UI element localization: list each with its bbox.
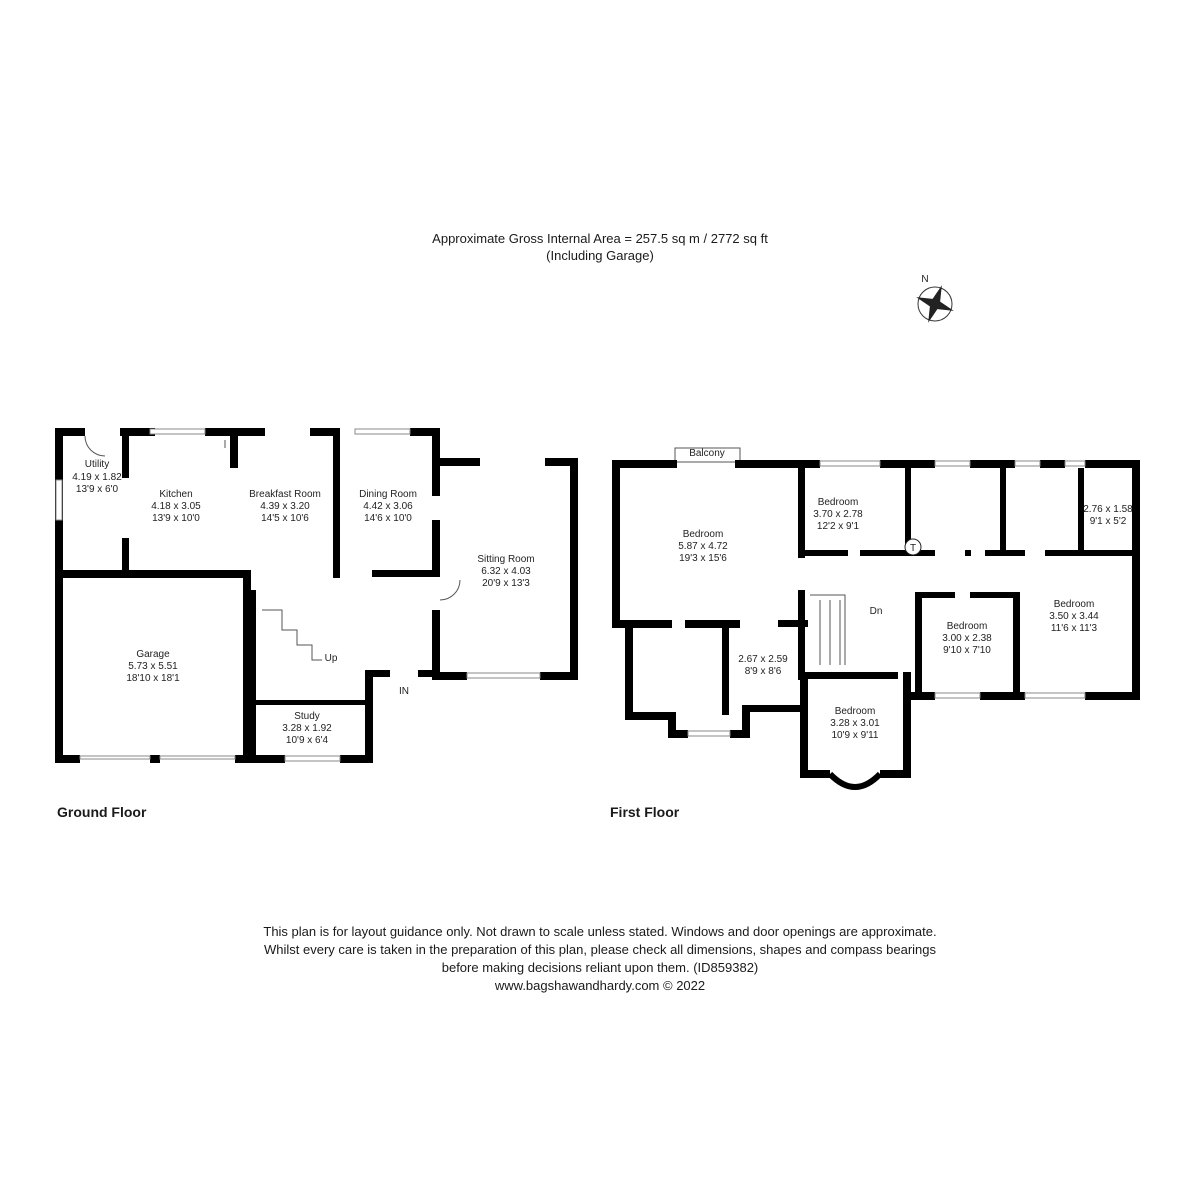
room-metric-utility: 4.19 x 1.82 bbox=[72, 472, 122, 483]
room-metric-dining: 4.42 x 3.06 bbox=[363, 501, 413, 512]
room-name-kitchen: Kitchen bbox=[159, 489, 192, 500]
disclaimer-line-2: Whilst every care is taken in the prepar… bbox=[263, 942, 937, 957]
stairs-down-label: Dn bbox=[870, 606, 883, 617]
room-name-utility: Utility bbox=[85, 459, 109, 470]
room-name-sitting: Sitting Room bbox=[477, 554, 534, 565]
room-imperial-bedroom-2: 12'2 x 9'1 bbox=[817, 521, 860, 532]
entrance-label: IN bbox=[399, 686, 409, 697]
room-imperial-bedroom-4: 11'6 x 11'3 bbox=[1051, 623, 1098, 634]
room-name-bedroom-4: Bedroom bbox=[1054, 599, 1095, 610]
disclaimer: This plan is for layout guidance only. N… bbox=[0, 923, 1200, 995]
ground-floor-title: Ground Floor bbox=[57, 804, 147, 820]
room-name-bedroom-2: Bedroom bbox=[818, 497, 859, 508]
room-imperial-bedroom-5: 9'10 x 7'10 bbox=[943, 645, 991, 656]
ground-floor-labels: Utility 4.19 x 1.82 13'9 x 6'0 Kitchen 4… bbox=[72, 459, 534, 746]
header: Approximate Gross Internal Area = 257.5 … bbox=[0, 230, 1200, 264]
room-name-bedroom-5: Bedroom bbox=[947, 621, 988, 632]
gross-area: Approximate Gross Internal Area = 257.5 … bbox=[432, 231, 768, 246]
disclaimer-line-1: This plan is for layout guidance only. N… bbox=[263, 924, 937, 939]
first-floor-title: First Floor bbox=[610, 804, 680, 820]
room-name-dining: Dining Room bbox=[359, 489, 417, 500]
room-metric-breakfast: 4.39 x 3.20 bbox=[260, 501, 310, 512]
first-floor-labels: Balcony Bedroom 5.87 x 4.72 19'3 x 15'6 … bbox=[678, 448, 1133, 741]
room-metric-master-bedroom: 5.87 x 4.72 bbox=[678, 541, 728, 552]
tank-label: T bbox=[910, 543, 916, 554]
stairs-up-label: Up bbox=[325, 653, 338, 664]
room-imperial-sitting: 20'9 x 13'3 bbox=[482, 578, 530, 589]
room-imperial-bedroom-6: 10'9 x 9'11 bbox=[831, 730, 878, 741]
room-name-garage: Garage bbox=[136, 649, 170, 660]
room-imperial-breakfast: 14'5 x 10'6 bbox=[261, 513, 309, 524]
room-name-bedroom-6: Bedroom bbox=[835, 706, 876, 717]
room-metric-bedroom-2: 3.70 x 2.78 bbox=[813, 509, 863, 520]
room-imperial-dining: 14'6 x 10'0 bbox=[364, 513, 412, 524]
room-imperial-utility: 13'9 x 6'0 bbox=[76, 484, 119, 495]
room-metric-study: 3.28 x 1.92 bbox=[282, 723, 332, 734]
compass-rose-icon: N bbox=[916, 274, 954, 323]
room-imperial-study: 10'9 x 6'4 bbox=[286, 735, 329, 746]
room-metric-bedroom-6: 3.28 x 3.01 bbox=[830, 718, 880, 729]
room-imperial-garage: 18'10 x 18'1 bbox=[126, 673, 180, 684]
room-metric-bedroom-4: 3.50 x 3.44 bbox=[1049, 611, 1099, 622]
room-imperial-kitchen: 13'9 x 10'0 bbox=[152, 513, 200, 524]
room-name-master-bedroom: Bedroom bbox=[683, 529, 724, 540]
room-imperial-small-room: 9'1 x 5'2 bbox=[1090, 516, 1127, 527]
room-name-study: Study bbox=[294, 711, 320, 722]
room-metric-bedroom-5: 3.00 x 2.38 bbox=[942, 633, 992, 644]
room-imperial-master-bedroom: 19'3 x 15'6 bbox=[679, 553, 727, 564]
website-link[interactable]: www.bagshawandhardy.com © 2022 bbox=[494, 978, 706, 993]
area-note: (Including Garage) bbox=[546, 248, 654, 263]
room-imperial-dressing: 8'9 x 8'6 bbox=[745, 666, 782, 677]
room-metric-garage: 5.73 x 5.51 bbox=[128, 661, 178, 672]
room-metric-kitchen: 4.18 x 3.05 bbox=[151, 501, 201, 512]
balcony-label: Balcony bbox=[689, 448, 725, 459]
disclaimer-line-3: before making decisions reliant upon the… bbox=[441, 960, 759, 975]
first-floor-walls bbox=[612, 447, 1140, 790]
room-metric-sitting: 6.32 x 4.03 bbox=[481, 566, 531, 577]
ground-floor-walls bbox=[55, 428, 578, 763]
room-metric-small-room: 2.76 x 1.58 bbox=[1083, 504, 1133, 515]
room-metric-dressing: 2.67 x 2.59 bbox=[738, 654, 788, 665]
room-name-breakfast: Breakfast Room bbox=[249, 489, 321, 500]
compass-north-label: N bbox=[921, 274, 928, 285]
